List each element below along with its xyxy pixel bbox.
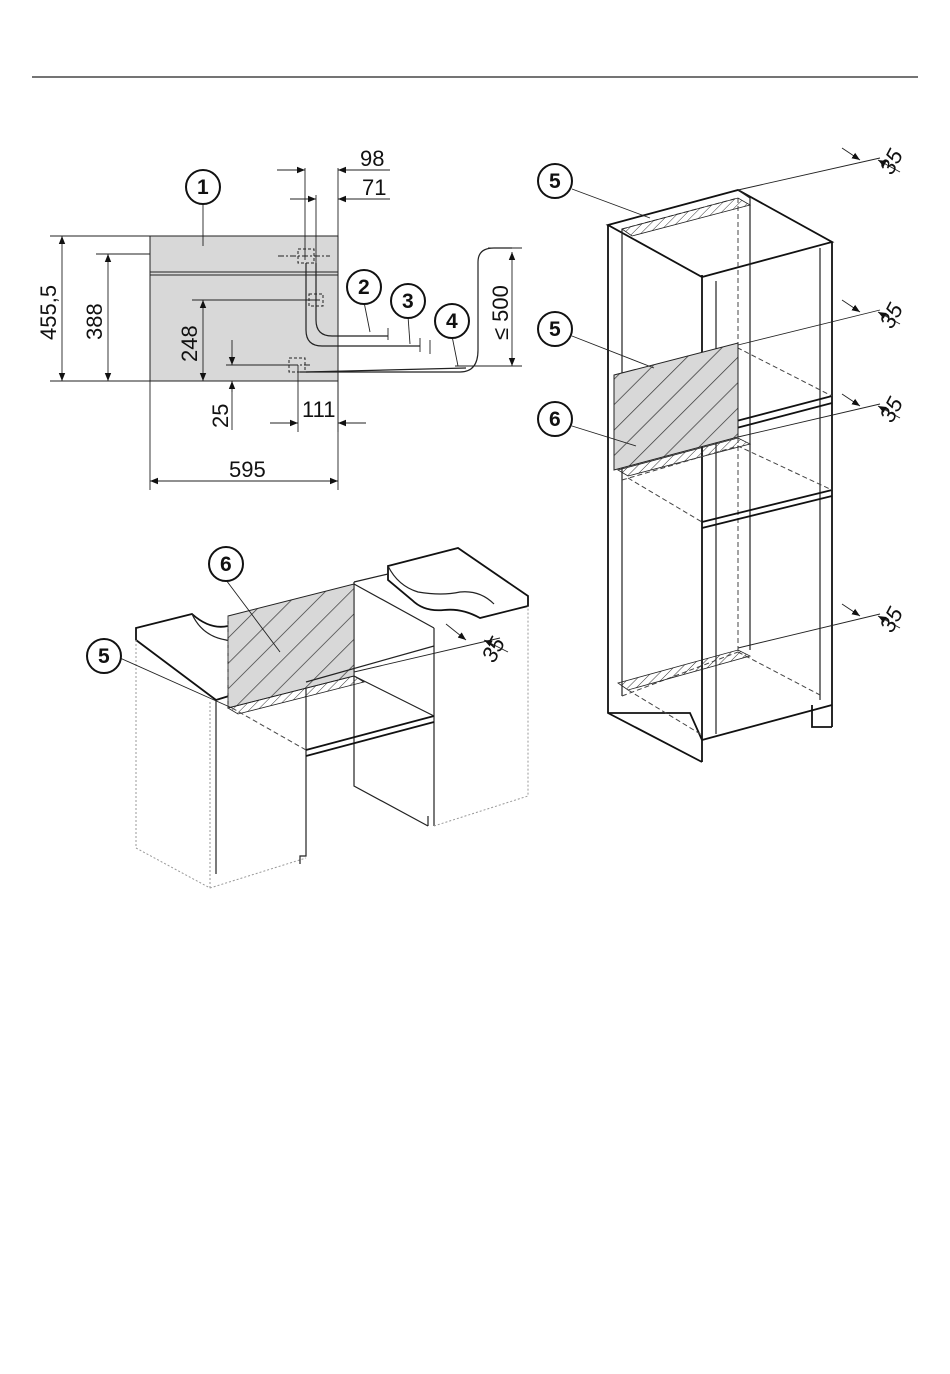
dim-offset-71: 71	[362, 175, 386, 200]
dim-height-total: 455,5	[36, 285, 61, 340]
callout-5-mid-label: 5	[549, 318, 561, 341]
callout-1-label: 1	[197, 176, 209, 199]
dim-height-inner: 388	[82, 303, 107, 340]
tall-cabinet-drawing	[572, 148, 900, 762]
callout-5-top: 5	[538, 164, 572, 198]
dim-width: 595	[229, 457, 266, 482]
base-vent-depth: 35	[476, 632, 510, 666]
callout-4: 4	[435, 304, 469, 338]
dim-offset-98: 98	[360, 146, 384, 171]
vent-depth-3: 35	[874, 392, 908, 426]
vent-depth-1: 35	[874, 144, 908, 178]
dim-offset-111: 111	[302, 397, 335, 422]
callout-4-label: 4	[446, 310, 458, 333]
callout-3-label: 3	[402, 290, 414, 313]
callout-5-base-label: 5	[98, 645, 110, 668]
callout-6-tall-label: 6	[549, 408, 561, 431]
callout-1: 1	[186, 170, 220, 204]
base-cabinet-drawing	[120, 548, 528, 888]
callout-5-top-label: 5	[549, 170, 561, 193]
callout-5-mid: 5	[538, 312, 572, 346]
dim-conn-height: 248	[177, 325, 202, 362]
callout-5-base: 5	[87, 639, 121, 673]
callout-2-label: 2	[358, 276, 370, 299]
callout-3: 3	[391, 284, 425, 318]
callout-2: 2	[347, 270, 381, 304]
callout-6-tall: 6	[538, 402, 572, 436]
callout-6-base: 6	[209, 547, 243, 581]
dim-max-length: ≤ 500	[488, 285, 513, 340]
callout-6-base-label: 6	[220, 553, 232, 576]
vent-depth-2: 35	[874, 298, 908, 332]
dim-conn-low: 25	[208, 404, 233, 428]
vent-depth-4: 35	[874, 602, 908, 636]
